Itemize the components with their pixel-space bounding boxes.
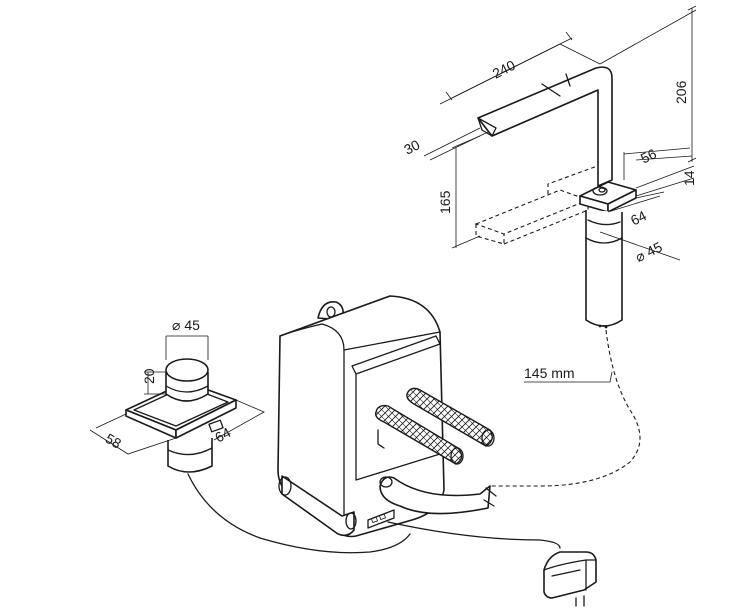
label-64-base: 64: [628, 207, 649, 228]
dim-spout-depth: 30: [401, 127, 489, 161]
braided-hose-upper: [406, 387, 495, 447]
control-box: [187, 295, 561, 554]
bottom-rail: [281, 475, 355, 537]
label-240: 240: [490, 57, 518, 82]
dim-base-length: 64: [607, 191, 665, 228]
dim-spout-height: 206: [599, 5, 697, 163]
hose-dashed: [490, 329, 641, 487]
power-adapter: [543, 551, 597, 607]
braided-hose-lower: [374, 404, 464, 465]
dim-base-width: 56: [623, 145, 693, 180]
push-button-unit: ⌀ 45 20 58 64: [89, 317, 265, 473]
label-plate-width: 58: [103, 430, 125, 452]
label-145mm: 145 mm: [524, 365, 575, 381]
power-cable: [387, 521, 561, 549]
label-30: 30: [401, 136, 422, 157]
label-knob-diameter: ⌀ 45: [172, 317, 200, 333]
dim-spout-clearance: 165: [437, 135, 481, 249]
outlet-pipe: [379, 476, 491, 515]
dim-base-thickness: 14: [635, 165, 697, 197]
label-plate-length: 64: [212, 424, 233, 446]
faucet: 240 206 30 165 56: [401, 5, 697, 329]
label-body-diameter: ⌀ 45: [633, 238, 665, 265]
label-knob-height: 20: [141, 368, 157, 384]
connector-ports: [367, 509, 395, 529]
label-14: 14: [681, 170, 697, 186]
spout-arm: [477, 66, 613, 187]
label-206: 206: [673, 80, 689, 104]
label-56: 56: [638, 145, 659, 166]
faucet-body: [585, 210, 623, 329]
sensor-cable: [187, 473, 411, 554]
hose-callout: 145 mm: [490, 329, 641, 487]
label-165: 165: [437, 190, 453, 214]
